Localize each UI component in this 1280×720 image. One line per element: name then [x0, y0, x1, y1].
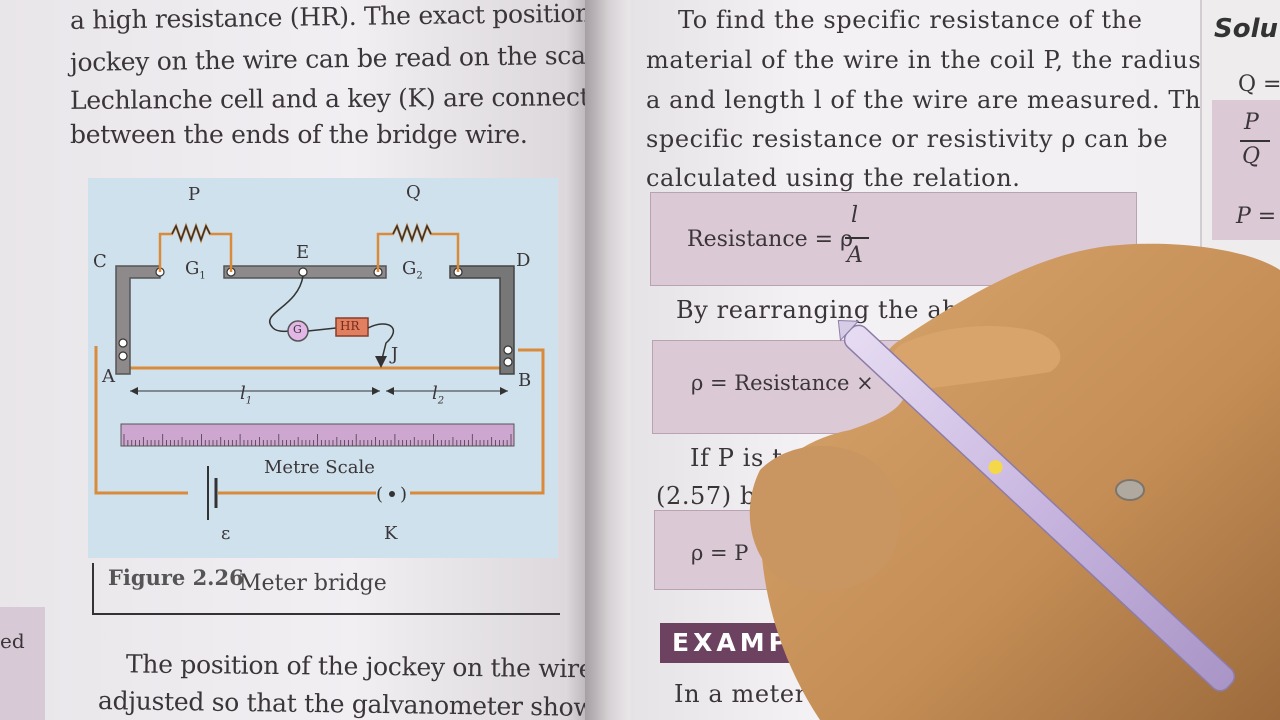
label-q: Q	[406, 182, 421, 203]
left-margin-strip: ed	[0, 607, 45, 720]
index-finger	[889, 325, 1061, 392]
pen-tip	[837, 319, 860, 342]
margin-fragment: ed	[0, 629, 25, 653]
figure-caption: Figure 2.26 Meter bridge	[92, 563, 560, 615]
label-d: D	[516, 250, 531, 271]
far-frac-den: Q	[1242, 144, 1261, 169]
example-line: In a meter	[674, 680, 807, 708]
pen	[837, 319, 1236, 692]
label-c: C	[93, 251, 107, 272]
formula-2: ρ = Resistance ×	[691, 371, 874, 395]
ring	[1115, 479, 1145, 501]
key-symbol	[389, 491, 395, 497]
cell-circuit-wire	[94, 346, 545, 495]
right-text-line-2: material of the wire in the coil P, the …	[646, 46, 1202, 74]
right-text-line-5: calculated using the relation.	[646, 164, 1021, 192]
left-text-line-4: between the ends of the bridge wire.	[70, 120, 528, 149]
formula-3: ρ = P	[691, 541, 749, 565]
label-l1: l1	[240, 383, 253, 407]
label-b: B	[518, 370, 532, 391]
book-gutter	[585, 0, 635, 720]
label-galvanometer: G	[293, 323, 302, 336]
right-text-line-1: To find the specific resistance of the	[678, 6, 1143, 34]
label-emf: ε	[221, 523, 231, 544]
right-text-line-3: a and length l of the wire are measured.…	[646, 86, 1205, 114]
example-heading-bar: EXAMP	[660, 623, 800, 663]
far-frac-num: P	[1244, 110, 1259, 135]
left-page: a high resistance (HR). The exact positi…	[0, 0, 590, 720]
q-line: Q =	[1238, 72, 1280, 97]
example-heading: EXAMP	[672, 628, 791, 657]
p-line: P =	[1236, 204, 1277, 229]
label-g2: G2	[402, 258, 423, 282]
meter-bridge-diagram: ( )	[94, 222, 545, 520]
label-a: A	[102, 366, 115, 387]
svg-text:): )	[400, 484, 407, 505]
meter-bridge-figure: ( ) P Q C D E G1 G2 A B G HR J l1 l2 Met…	[88, 178, 558, 558]
caption-number: Figure 2.26	[108, 565, 244, 590]
pen-logo	[988, 460, 1003, 475]
solution-heading: Solu	[1214, 14, 1279, 44]
formula-1-numerator: l	[851, 203, 859, 228]
right-text-line-4: specific resistance or resistivity ρ can…	[646, 125, 1169, 153]
label-metre-scale: Metre Scale	[264, 457, 375, 478]
formula-1-lhs: Resistance = ρ	[687, 227, 854, 252]
formula-1-fraction-bar	[845, 237, 869, 239]
thumb	[749, 446, 901, 592]
label-p: P	[188, 184, 201, 205]
caption-title: Meter bridge	[239, 571, 387, 596]
label-g1: G1	[185, 258, 206, 282]
svg-text:(: (	[376, 484, 383, 505]
high-resistance-box	[335, 317, 369, 337]
formula-box-2: ρ = Resistance ×	[652, 340, 904, 434]
jockey-arrow	[375, 356, 387, 368]
formula-1-denominator: A	[847, 243, 863, 268]
label-e: E	[296, 242, 310, 263]
label-l2: l2	[432, 383, 445, 407]
far-formula-box: P Q P =	[1212, 100, 1280, 240]
label-hr: HR	[340, 319, 360, 333]
label-key: K	[384, 523, 398, 544]
label-jockey: J	[391, 344, 399, 365]
